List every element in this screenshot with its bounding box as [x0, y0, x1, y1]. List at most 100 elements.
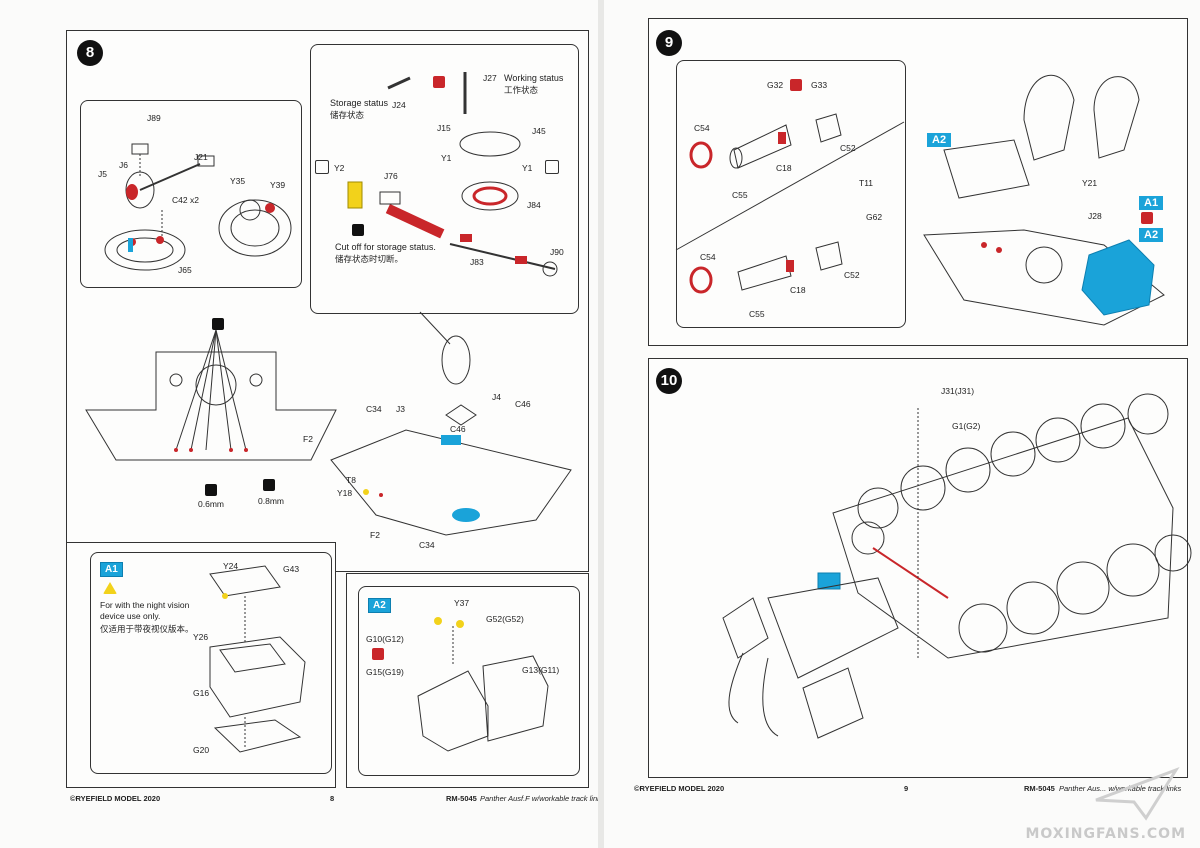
watermark-text: MOXINGFANS.COM	[1025, 826, 1186, 842]
inset-left-drawing	[104, 143, 292, 271]
a2-inner-frame	[358, 586, 580, 776]
label-c52b: C52	[844, 270, 860, 280]
label-j5: J5	[98, 169, 107, 179]
label-c55b: C55	[749, 309, 765, 319]
knife-icon	[352, 224, 364, 236]
left-footer-copyright: ©RYEFIELD MODEL 2020	[70, 794, 161, 803]
label-c46-top: C46	[515, 399, 531, 409]
label-j84: J84	[527, 200, 541, 210]
step8-main-drawing	[85, 329, 572, 536]
a1-note-cn: 仅适用于带夜视仪版本。	[100, 624, 194, 634]
checkbox-icon-right	[545, 160, 559, 174]
label-j24: J24	[392, 100, 406, 110]
label-j89: J89	[147, 113, 161, 123]
working-icon-step9	[790, 79, 802, 91]
label-y39: Y39	[270, 180, 286, 190]
label-drill-06: 0.6mm	[198, 499, 224, 509]
label-y1b: Y1	[522, 163, 533, 173]
step9-inset-drawing	[675, 113, 905, 294]
arrow-up-icon	[372, 648, 384, 660]
drill-icon-large	[263, 479, 275, 491]
warning-icon	[103, 582, 117, 594]
label-c34: C34	[419, 540, 435, 550]
a1-tag: A1	[100, 562, 123, 577]
label-g13: G13(G11)	[522, 665, 560, 675]
checkbox-icon-left	[315, 160, 329, 174]
step8-inset-left	[80, 100, 302, 288]
a2-tag: A2	[368, 598, 391, 613]
paper-plane-watermark-icon	[1095, 767, 1180, 821]
label-y21: Y21	[1082, 178, 1098, 188]
label-g1: G1(G2)	[952, 421, 981, 431]
label-cut-off: Cut off for storage status.	[335, 242, 436, 252]
label-j65: J65	[178, 265, 192, 275]
left-footer-page: 8	[330, 794, 335, 803]
right-footer-kit-name: Panther Aus... w/workable track links	[1059, 784, 1181, 793]
a2-drawing	[417, 617, 549, 752]
label-g15: G15(G19)	[366, 667, 404, 677]
step9-main-drawing	[923, 74, 1165, 326]
inset-right-drawing	[347, 72, 558, 345]
label-c18a: C18	[776, 163, 792, 173]
label-working-status-cn: 工作状态	[504, 85, 539, 95]
label-j31: J31(J31)	[941, 386, 975, 396]
label-g20: G20	[193, 745, 210, 755]
step9-inset	[676, 60, 906, 328]
left-kit-name-text: Panther Ausf.F w/workable track links	[480, 794, 605, 803]
label-y18: Y18	[337, 488, 353, 498]
label-c18b: C18	[790, 285, 806, 295]
right-kit-name-text: Panther Aus... w/workable track links	[1059, 784, 1182, 793]
left-footer-kit-name: Panther Ausf.F w/workable track links	[480, 794, 605, 803]
label-storage-status-cn: 储存状态	[330, 110, 365, 120]
label-j21: J21	[194, 152, 208, 162]
label-g16: G16	[193, 688, 210, 698]
label-storage-status: Storage status	[330, 98, 389, 108]
label-cut-off-cn: 储存状态时切断。	[335, 254, 404, 264]
label-t11: T11	[859, 178, 874, 188]
label-y26: Y26	[193, 632, 209, 642]
page-gutter	[598, 0, 604, 848]
label-j3: J3	[396, 404, 405, 414]
label-y35: Y35	[230, 176, 246, 186]
step8-inset-right	[310, 44, 579, 314]
a1-note-en: For with the night vision device use onl…	[100, 600, 190, 621]
left-footer-kit-code: RM-5045	[446, 794, 477, 803]
knife-icon-main	[212, 318, 224, 330]
label-j28: J28	[1088, 211, 1102, 221]
label-working-status: Working status	[504, 73, 564, 83]
label-y2: Y2	[334, 163, 345, 173]
label-drill-08: 0.8mm	[258, 496, 284, 506]
a1-inner-frame	[90, 552, 332, 774]
label-c54b: C54	[700, 252, 716, 262]
label-j6: J6	[119, 160, 128, 170]
label-j45: J45	[532, 126, 546, 136]
label-c46: C46	[450, 424, 466, 434]
label-c34-top: C34	[366, 404, 382, 414]
left-page: 8 J89 J21 J6 J5 C42 x2 Y35 Y39 J65	[0, 0, 605, 848]
right-footer-kit-code: RM-5045	[1024, 784, 1055, 793]
step9-a2-tag-right: A2	[1139, 228, 1164, 242]
right-page: 9 G32 G33 C54 C52 C18 C55 T11 G62 C54 C5…	[604, 0, 1200, 848]
a1-drawing	[209, 565, 306, 753]
step8-number: 8	[77, 40, 103, 66]
arrow-up-icon-step9	[1141, 212, 1153, 224]
step9-a1-tag: A1	[1139, 196, 1164, 210]
label-j15: J15	[437, 123, 451, 133]
label-g33: G33	[811, 80, 828, 90]
step9-number: 9	[656, 30, 682, 56]
label-f2: F2	[370, 530, 380, 540]
label-c52a: C52	[840, 143, 856, 153]
label-j4: J4	[492, 392, 501, 402]
label-j27: J27	[483, 73, 497, 83]
label-g10: G10(G12)	[366, 634, 404, 644]
label-c42: C42 x2	[172, 195, 199, 205]
step10-number: 10	[656, 368, 682, 394]
label-t8: T8	[346, 475, 356, 485]
label-j90: J90	[550, 247, 564, 257]
label-f2-left: F2	[303, 434, 313, 444]
working-status-icon	[433, 76, 445, 88]
label-j83: J83	[470, 257, 484, 267]
label-y37: Y37	[454, 598, 470, 608]
label-g62: G62	[866, 212, 883, 222]
label-j76: J76	[384, 171, 398, 181]
